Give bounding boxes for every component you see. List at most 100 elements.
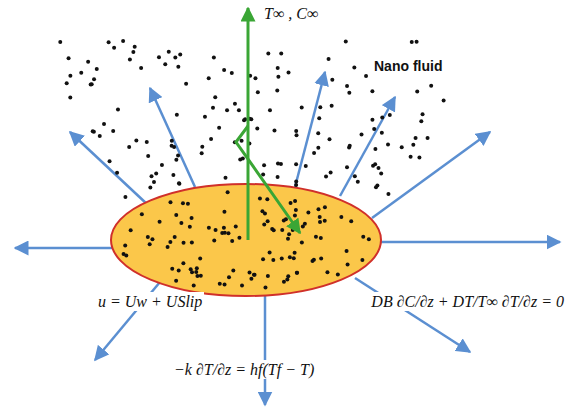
nanoparticle bbox=[347, 91, 351, 95]
nanoparticle bbox=[222, 210, 226, 214]
nanoparticle bbox=[324, 175, 328, 179]
nanoparticle bbox=[128, 58, 132, 62]
nanoparticle bbox=[116, 107, 120, 111]
nanoparticle bbox=[372, 127, 376, 131]
nanoparticle bbox=[226, 190, 230, 194]
nanoparticle bbox=[190, 240, 194, 244]
nanoparticle bbox=[111, 129, 115, 133]
nanoparticle bbox=[129, 228, 133, 232]
nanoparticle bbox=[426, 136, 430, 140]
nanoparticle bbox=[174, 213, 178, 217]
nanoparticle bbox=[325, 270, 329, 274]
nanoparticle bbox=[346, 263, 350, 267]
nanoparticle bbox=[262, 163, 266, 167]
nanoparticle bbox=[414, 136, 418, 140]
nanoparticle bbox=[108, 159, 112, 163]
nanoparticle bbox=[316, 207, 320, 211]
nanoparticle bbox=[252, 273, 256, 277]
ambient-label: T∞ , C∞ bbox=[262, 4, 320, 23]
nanoparticle bbox=[282, 280, 286, 284]
nanoparticle bbox=[314, 235, 318, 239]
flow-arrow bbox=[340, 97, 395, 196]
nanoparticle bbox=[176, 65, 180, 69]
nanoparticle bbox=[181, 201, 185, 205]
nanoparticle bbox=[318, 215, 322, 219]
nanoparticle bbox=[237, 108, 241, 112]
nanoparticle bbox=[319, 257, 323, 261]
nanoparticle bbox=[172, 145, 176, 149]
nanoparticle bbox=[123, 195, 127, 199]
nanoparticle bbox=[376, 166, 380, 170]
nanoparticle bbox=[429, 84, 433, 88]
nanoparticle bbox=[312, 151, 316, 155]
nanoparticle bbox=[288, 255, 292, 259]
nanoparticle bbox=[182, 241, 186, 245]
nanoparticle bbox=[374, 185, 378, 189]
nanoparticle bbox=[295, 133, 299, 137]
nanoparticle bbox=[199, 274, 203, 278]
nanoparticle bbox=[386, 143, 390, 147]
nanoparticle bbox=[316, 146, 320, 150]
nanoparticle bbox=[68, 95, 72, 99]
nanoparticle bbox=[212, 238, 216, 242]
nanoparticle bbox=[65, 81, 69, 85]
nanoparticle bbox=[260, 209, 264, 213]
nanoparticle bbox=[400, 145, 404, 149]
nanoparticle bbox=[336, 272, 340, 276]
flow-arrow bbox=[150, 88, 195, 187]
nanoparticle bbox=[258, 197, 262, 201]
nanoparticle bbox=[207, 226, 211, 230]
normal-arrow bbox=[247, 8, 250, 240]
nanoparticle bbox=[345, 249, 349, 253]
nanoparticle bbox=[279, 51, 283, 55]
nanoparticle bbox=[131, 50, 135, 54]
nanoparticle bbox=[91, 129, 95, 133]
nanoparticle bbox=[121, 39, 125, 43]
nanoparticle bbox=[373, 147, 377, 151]
nanoparticle bbox=[168, 200, 172, 204]
nanoparticle bbox=[330, 104, 334, 108]
nanoparticle bbox=[198, 257, 202, 261]
nanoparticle bbox=[339, 215, 343, 219]
nanoparticle bbox=[371, 164, 375, 168]
nanoparticle bbox=[291, 228, 295, 232]
nanoparticle bbox=[415, 40, 419, 44]
nanoparticle bbox=[181, 261, 185, 265]
nanoparticle bbox=[294, 162, 298, 166]
nanoparticle bbox=[356, 180, 360, 184]
nanoparticle bbox=[186, 202, 190, 206]
nanoparticle bbox=[248, 271, 252, 275]
flow-arrows bbox=[15, 72, 560, 405]
nanoparticle bbox=[293, 251, 297, 255]
nanoparticle bbox=[294, 129, 298, 133]
nanoparticle bbox=[306, 211, 310, 215]
nanoparticle bbox=[178, 53, 182, 57]
nanoparticle bbox=[293, 199, 297, 203]
nanoparticle bbox=[287, 232, 291, 236]
nanoparticle bbox=[256, 90, 260, 94]
nanoparticle bbox=[230, 71, 234, 75]
nanoparticle bbox=[237, 236, 241, 240]
nanoparticle bbox=[330, 78, 334, 82]
nanoparticle bbox=[317, 116, 321, 120]
nanoparticle bbox=[361, 235, 365, 239]
nanoparticle bbox=[102, 122, 106, 126]
sheet-ellipse bbox=[111, 184, 381, 296]
nanoparticle bbox=[253, 273, 257, 277]
nanoparticle bbox=[92, 77, 96, 81]
nanoparticle bbox=[364, 74, 368, 78]
nanoparticle bbox=[179, 221, 183, 225]
nanoparticle bbox=[177, 182, 181, 186]
nanoparticle bbox=[107, 40, 111, 44]
nanoparticle bbox=[300, 241, 304, 245]
flow-arrow bbox=[355, 278, 470, 352]
flow-arrow bbox=[381, 241, 560, 244]
nanoparticle bbox=[312, 258, 316, 262]
nanoparticle bbox=[388, 113, 392, 117]
nanoparticle bbox=[175, 113, 179, 117]
nanoparticle bbox=[285, 278, 289, 282]
nanoparticle bbox=[276, 75, 280, 79]
nanoparticle bbox=[231, 268, 235, 272]
nanoparticle bbox=[230, 239, 234, 243]
nanoparticle bbox=[304, 164, 308, 168]
